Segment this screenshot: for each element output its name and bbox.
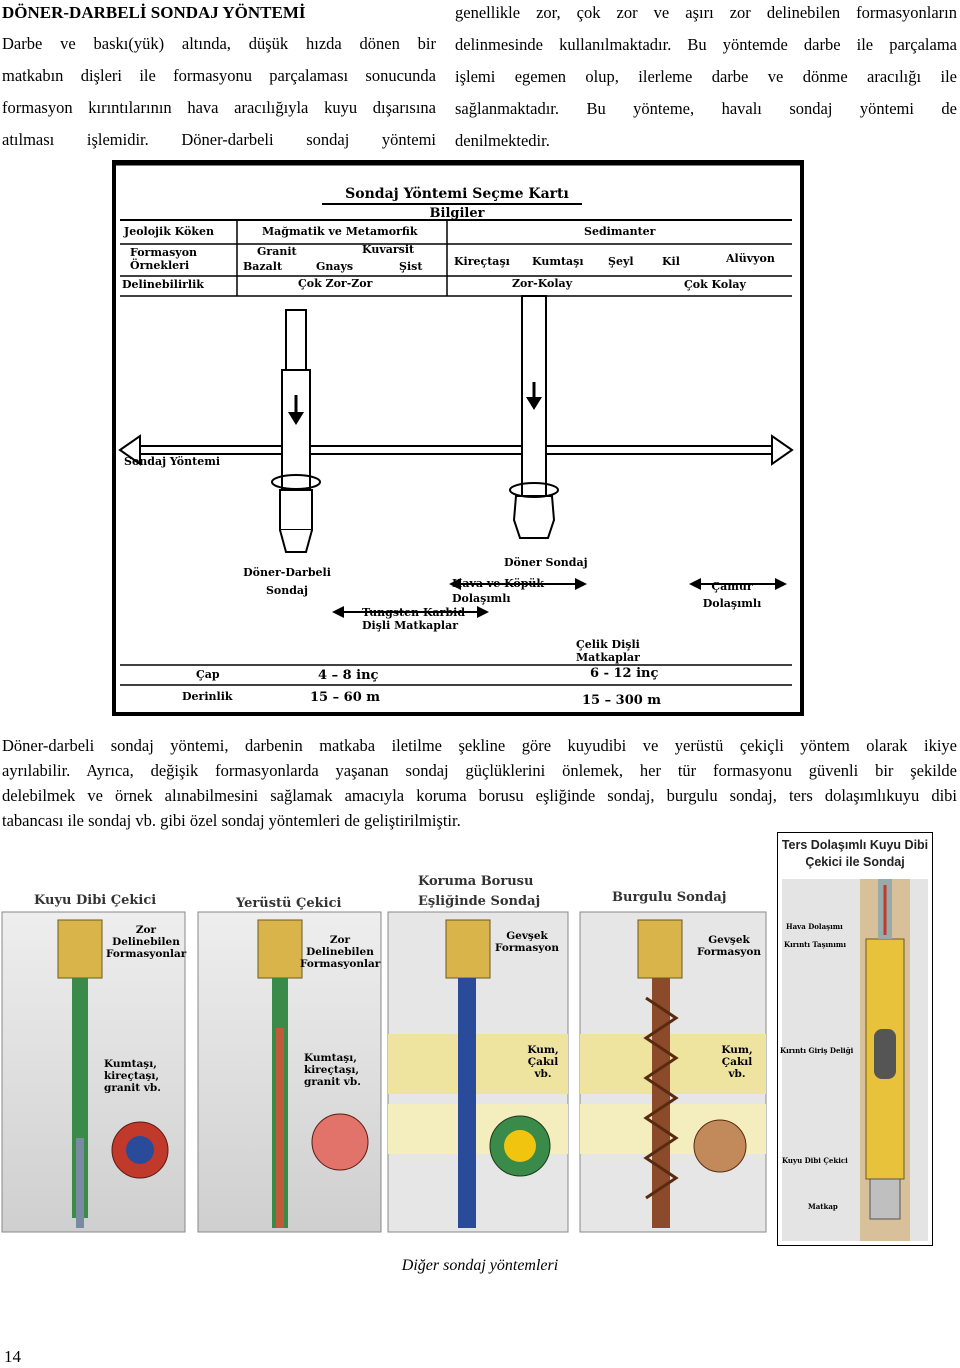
panel-title-casing: Koruma Borusu Eşliğinde Sondaj	[418, 874, 541, 909]
right-line: denilmektedir.	[455, 131, 550, 150]
panel1-note-mid: Kumtaşı, kireçtaşı, granit vb.	[104, 1058, 161, 1094]
reverse-label-bit: Matkap	[808, 1202, 838, 1211]
row-label-depth: Derinlik	[182, 690, 233, 703]
drill-level-easy: Çok Kolay	[684, 278, 746, 291]
panel-title-auger: Burgulu Sondaj	[612, 890, 727, 905]
reverse-panel-title: Ters Dolaşımlı Kuyu Dibi Çekici ile Sond…	[781, 838, 929, 869]
panel2-note-mid: Kumtaşı, kireçtaşı, granit vb.	[304, 1052, 361, 1088]
air-foam-circulation: Hava ve Köpük Dolaşımlı	[452, 577, 545, 605]
diameter-left: 4 – 8 inç	[318, 668, 379, 683]
diameter-right: 6 - 12 inç	[590, 666, 659, 681]
body-line: Döner-darbeli sondaj yöntemi, darbenin m…	[2, 736, 957, 755]
body-line: tabancası ile sondaj vb. gibi özel sonda…	[2, 811, 461, 830]
card-title: Sondaj Yöntemi Seçme Kartı	[345, 186, 569, 202]
example-kuvarsit: Kuvarsit	[362, 243, 415, 256]
origin-magmatic: Mağmatik ve Metamorfik	[262, 225, 418, 238]
depth-left: 15 – 60 m	[310, 690, 381, 705]
selection-card-lines	[116, 162, 800, 686]
left-paragraph: Darbe ve baskı(yük) altında, düşük hızda…	[2, 28, 436, 156]
panel-title-downhole: Kuyu Dibi Çekici	[34, 893, 157, 908]
reverse-label-hammer: Kuyu Dibi Çekici	[782, 1156, 848, 1165]
example-kirectasi: Kireçtaşı	[454, 255, 510, 268]
example-kil: Kil	[662, 255, 680, 268]
figure-caption: Diğer sondaj yöntemleri	[401, 1257, 559, 1274]
panel-title-tophammer: Yerüstü Çekici	[236, 896, 342, 911]
panel2-note-top: Zor Delinebilen Formasyonlar	[300, 934, 381, 970]
bit-right: Çelik Dişli Matkaplar	[576, 638, 640, 664]
reverse-circulation-drawing	[782, 879, 928, 1241]
reverse-label-air: Hava Dolaşımı	[786, 922, 843, 931]
left-line: Darbe ve baskı(yük) altında, düşük hızda…	[2, 34, 436, 53]
section-heading: DÖNER-DARBELİ SONDAJ YÖNTEMİ	[2, 3, 306, 22]
panel1-note-top: Zor Delinebilen Formasyonlar	[106, 924, 187, 960]
method-left: Döner-Darbeli Sondaj	[243, 566, 331, 597]
example-granit: Granit	[257, 245, 297, 258]
example-sist: Şist	[399, 260, 423, 273]
reverse-label-cuttings: Kırıntı Taşınımı	[784, 940, 846, 949]
right-column: genellikle zor, çok zor ve aşırı zor del…	[455, 0, 957, 157]
row-label-drillability: Delinebilirlik	[122, 278, 204, 291]
left-column: DÖNER-DARBELİ SONDAJ YÖNTEMİ Darbe ve ba…	[2, 0, 436, 156]
reverse-circulation-panel: Ters Dolaşımlı Kuyu Dibi Çekici ile Sond…	[777, 832, 933, 1246]
row-label-examples: Formasyon Örnekleri	[130, 246, 198, 272]
left-line: formasyon kırıntılarının hava aracılığıy…	[2, 98, 436, 117]
example-seyl: Şeyl	[608, 255, 634, 268]
card-subtitle: Bilgiler	[429, 206, 485, 221]
right-line: genellikle zor, çok zor ve aşırı zor del…	[455, 3, 957, 22]
drill-level-medium: Zor-Kolay	[512, 277, 573, 290]
left-line: atılması işlemidir. Döner-darbeli sondaj…	[2, 130, 436, 149]
right-line: sağlanmaktadır. Bu yönteme, havalı sonda…	[455, 99, 957, 118]
row-label-method: Sondaj Yöntemi	[124, 455, 221, 468]
drill-level-hard: Çok Zor-Zor	[298, 277, 373, 290]
bit-left: Tungsten Karbid Dişli Matkaplar	[362, 606, 466, 632]
body-line: ayrılabilir. Ayrıca, değişik formasyonla…	[2, 761, 957, 780]
drilling-methods-illustration	[1, 911, 767, 1233]
selection-card-figure: Sondaj Yöntemi Seçme Kartı Bilgiler Jeol…	[112, 160, 804, 716]
panel4-note-top: Gevşek Formasyon	[697, 934, 761, 958]
panel4-note-mid: Kum, Çakıl vb.	[721, 1044, 753, 1080]
right-line: işlemi egemen olup, ilerleme darbe ve dö…	[455, 67, 957, 86]
method-right: Döner Sondaj	[504, 556, 588, 569]
mud-circulation: Çamur Dolaşımlı	[702, 580, 762, 610]
page-number: 14	[4, 1347, 21, 1366]
body-paragraph: Döner-darbeli sondaj yöntemi, darbenin m…	[2, 733, 957, 833]
reverse-label-inlet: Kırıntı Giriş Deliği	[780, 1046, 854, 1055]
right-line: delinmesinde kullanılmaktadır. Bu yöntem…	[455, 35, 957, 54]
row-label-origin: Jeolojik Köken	[124, 225, 214, 238]
body-line: delebilmek ve örnek alınabilmesini sağla…	[2, 786, 957, 805]
left-line: matkabın dişleri ile formasyonu parçalam…	[2, 66, 436, 85]
depth-right: 15 – 300 m	[582, 693, 662, 708]
panel3-note-top: Gevşek Formasyon	[495, 930, 559, 954]
example-kumtasi: Kumtaşı	[532, 255, 584, 268]
panel3-note-mid: Kum, Çakıl vb.	[527, 1044, 559, 1080]
example-bazalt: Bazalt	[243, 260, 283, 273]
example-gnays: Gnays	[316, 260, 354, 273]
row-label-diameter: Çap	[196, 668, 220, 681]
origin-sedimentary: Sedimanter	[584, 225, 656, 238]
example-aluvyon: Alüvyon	[726, 252, 775, 265]
